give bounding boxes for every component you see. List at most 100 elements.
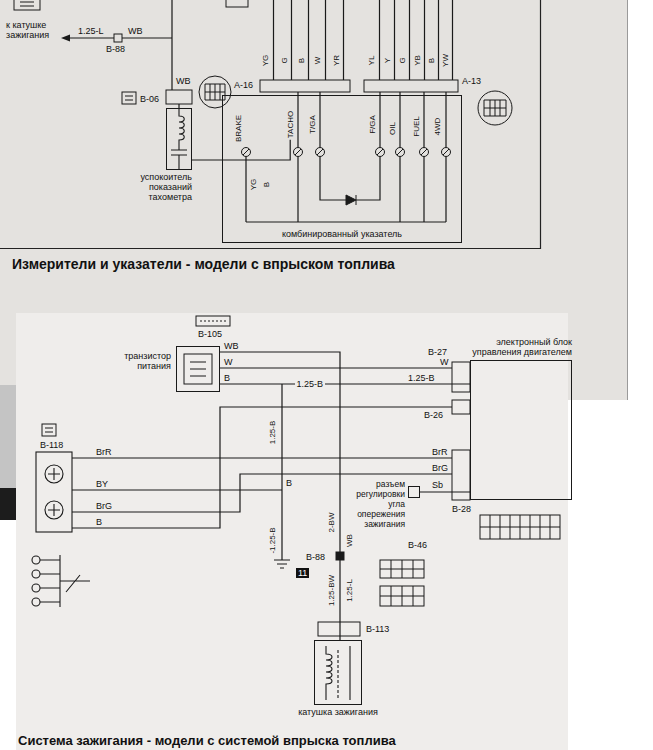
component-name: катушка зажигания [298, 707, 378, 717]
wire [72, 368, 452, 560]
wire-code: 1.25-BW [327, 574, 336, 605]
gauge-label: OIL [387, 120, 396, 137]
gauge-name: 4WD [433, 117, 442, 135]
connector-symbol [166, 90, 192, 104]
wire [66, 0, 453, 222]
connector-symbol [380, 586, 424, 606]
wire-color: BrG [96, 501, 112, 511]
connector-symbol [114, 34, 122, 42]
coil-winding [326, 646, 350, 700]
wire-color: YR [332, 54, 341, 65]
wire-color: YG [261, 54, 270, 66]
ground-symbol [274, 560, 290, 568]
wire-color: BrR [96, 447, 112, 457]
connector-symbol [200, 321, 226, 322]
transistor-symbol [184, 354, 212, 384]
wire-color: W [313, 56, 322, 64]
wire-color: YL [367, 55, 376, 65]
wire-code: 1.25-B [268, 420, 277, 444]
connector-symbol [14, 0, 40, 10]
combination-meter-box: комбинированный указательBRAKETACHOT/GAF… [222, 95, 462, 243]
coil-winding [337, 650, 338, 698]
connector-id: B-06 [140, 94, 159, 104]
connector-symbol [452, 400, 470, 414]
wire-code: 1.25-B [295, 379, 326, 389]
callout-number: 11 [296, 568, 309, 578]
damper-box: успокоитель показаний тахометра [166, 108, 192, 170]
gauge-symbol [242, 148, 451, 157]
wire-color: B [262, 181, 271, 186]
connector-symbol [226, 0, 248, 7]
wire-color: B [224, 373, 230, 383]
ground-symbol [274, 560, 290, 568]
connector-id: B-113 [366, 624, 389, 634]
figure-title: Измерители и указатели - модели с впрыск… [12, 256, 395, 272]
diode-symbol [346, 195, 356, 205]
crank-sensor-symbol [48, 468, 60, 516]
component-name: комбинированный указатель [223, 229, 461, 239]
distributor-symbol [32, 584, 40, 592]
connector-symbol [364, 80, 458, 92]
connector-symbol [380, 586, 424, 606]
gauge-label: T/GA [307, 113, 316, 136]
paper-ground [627, 0, 628, 400]
wire-color: YB [412, 55, 421, 66]
distributor-symbol [32, 570, 40, 578]
connector-id: B-118 [40, 440, 63, 450]
frame-line [0, 0, 541, 249]
component-name: разъем регулировки угла опережения зажиг… [351, 479, 405, 529]
connector-symbol [480, 515, 560, 539]
connector-id: B-46 [408, 540, 427, 550]
crank-sensor-symbol [36, 452, 72, 532]
wire-color: BrR [432, 447, 448, 457]
wire-color: WB [224, 341, 239, 351]
connector-symbol [125, 96, 133, 100]
connector-symbol [380, 560, 424, 578]
ecu-box: электронный блок управления двигателем [470, 360, 572, 500]
connector-symbol [478, 91, 512, 125]
crank-sensor-symbol [36, 452, 72, 532]
connector-id: B-27 [428, 347, 447, 357]
component-name: электронный блок управления двигателем [460, 337, 572, 357]
connector-id: B-26 [424, 410, 443, 420]
connector-symbol [14, 0, 512, 125]
connector-symbol [260, 80, 350, 92]
wire-color: Y [383, 57, 392, 62]
wire-color: WB [128, 26, 143, 36]
coil-winding [326, 646, 350, 700]
frame-line [0, 0, 541, 249]
distributor-symbol [40, 555, 90, 607]
wire-connector [420, 491, 470, 492]
gauge-name: F/GA [367, 115, 376, 134]
distributor-symbol [32, 598, 40, 606]
wire-color: Sb [432, 480, 443, 490]
wire-color: B [297, 57, 306, 62]
damper-coil [171, 109, 187, 169]
gauge-label: FUEL [412, 114, 421, 138]
connector-id: A-13 [462, 76, 481, 86]
wire-color: B [286, 478, 292, 488]
wire-code: 1.25-L [344, 579, 353, 602]
component-name: транзистор питания [113, 351, 171, 371]
diode-symbol [356, 195, 357, 205]
connector-symbol [484, 100, 506, 116]
wire-connector [220, 352, 340, 640]
wire-color: B [96, 517, 102, 527]
wire-color: G [398, 57, 407, 63]
distributor-symbol [32, 556, 40, 564]
arrow-head [61, 35, 70, 42]
wire-color: BrG [432, 463, 448, 473]
destination-note: к катушке зажигания [6, 20, 62, 40]
paper-ground [0, 0, 628, 750]
connector-symbol [318, 622, 360, 636]
paper-ground [0, 488, 16, 520]
paper-ground [16, 313, 568, 750]
power-transistor-box: транзистор питания [176, 346, 220, 392]
wire-color: W [224, 357, 233, 367]
wire-color: YW [440, 54, 449, 67]
connector-symbol [380, 560, 424, 578]
